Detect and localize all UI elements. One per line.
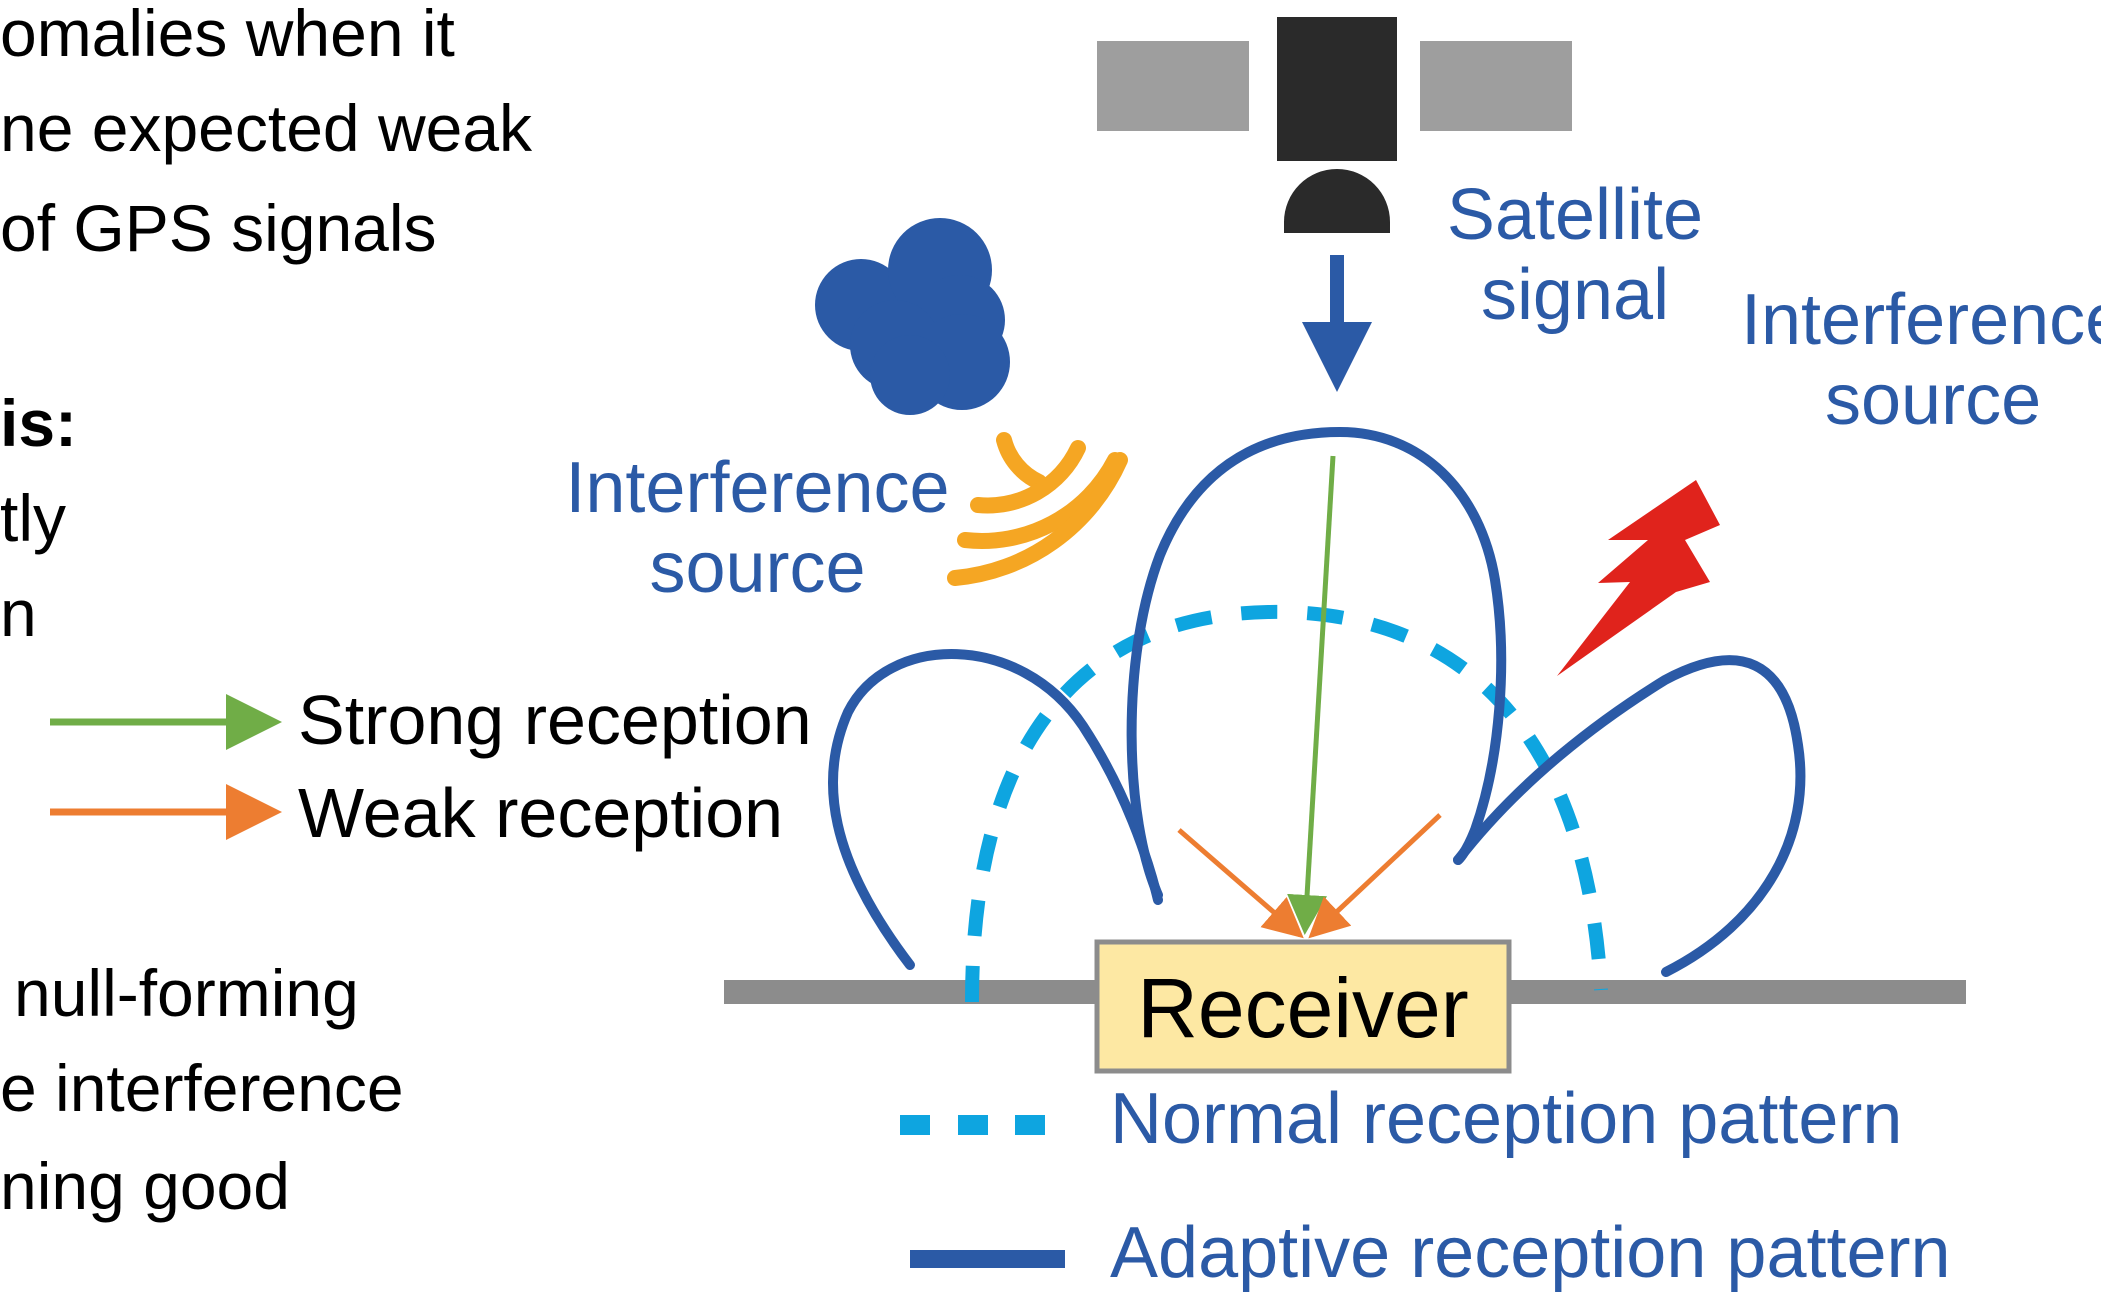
cloud-icon	[815, 218, 1010, 415]
satellite-icon	[1097, 17, 1572, 233]
satellite-strong-arrow	[1287, 455, 1336, 935]
normal-reception-pattern	[965, 604, 1608, 1003]
text-line-2: ne expected weak	[0, 91, 533, 165]
interference-left-line-1: Interference	[565, 448, 950, 528]
adaptive-reception-pattern	[828, 426, 1806, 977]
text-line-3: of GPS signals	[0, 191, 437, 265]
section-heading: is:	[0, 386, 78, 460]
weak-reception-label: Weak reception	[298, 774, 784, 852]
receiver-box	[1094, 939, 1512, 1074]
text-line-7: e interference	[0, 1051, 404, 1125]
adaptive-pattern-label: Adaptive reception pattern	[1110, 1213, 1951, 1293]
interference-left-label: Interference source	[565, 448, 950, 608]
right-weak-arrow	[1308, 813, 1442, 939]
interference-left-line-2: source	[649, 528, 866, 608]
lightning-icon	[1557, 480, 1720, 676]
satellite-label-line-1: Satellite	[1446, 175, 1704, 255]
satellite-label-line-2: signal	[1480, 255, 1670, 335]
interference-right-line-1: Interference	[1741, 280, 2101, 360]
interference-right-label: Interference source	[1733, 280, 2101, 440]
left-weak-arrow	[1177, 828, 1304, 939]
normal-pattern-legend-swatch	[900, 1115, 1045, 1135]
normal-pattern-label: Normal reception pattern	[1110, 1079, 1903, 1159]
text-line-1: omalies when it	[0, 0, 455, 70]
text-line-4: tly	[0, 481, 66, 555]
text-line-5: n	[0, 576, 37, 650]
text-line-6: null-forming	[14, 956, 359, 1030]
receiver-label: Receiver	[1137, 961, 1469, 1055]
strong-reception-label: Strong reception	[298, 681, 812, 759]
interference-right-line-2: source	[1825, 360, 2042, 440]
text-line-8: ning good	[0, 1149, 290, 1223]
adaptive-pattern-legend-swatch	[910, 1250, 1065, 1268]
interference-waves-icon	[947, 432, 1128, 586]
satellite-label: Satellite signal	[1430, 175, 1720, 335]
